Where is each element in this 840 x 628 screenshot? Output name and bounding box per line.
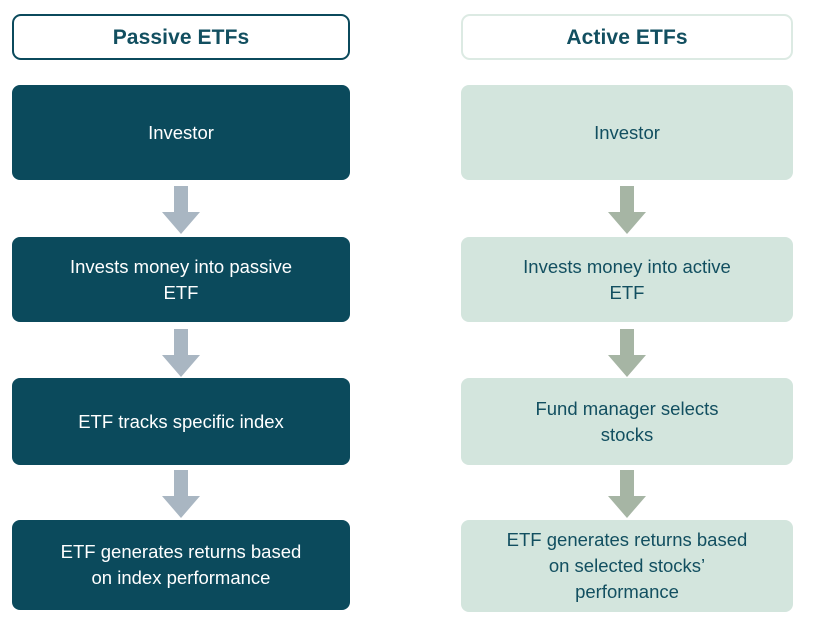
passive-step-4-label: ETF generates returns based on index per… (60, 541, 302, 588)
column-header-active: Active ETFs (461, 14, 793, 60)
active-arrow-3-down-icon (603, 470, 651, 522)
passive-arrow-1-down-icon (157, 186, 205, 238)
passive-arrow-3-down-icon (157, 470, 205, 522)
active-step-4-generates-returns: ETF generates returns based on selected … (461, 520, 793, 612)
passive-arrow-2-down-icon (157, 329, 205, 381)
passive-step-3-label: ETF tracks specific index (78, 410, 284, 432)
active-step-1-label: Investor (594, 121, 660, 143)
column-active-etfs: Active ETFs Investor Invests money into … (461, 0, 793, 628)
passive-step-1-investor: Investor (12, 85, 350, 180)
active-step-2-invests-money: Invests money into active ETF (461, 237, 793, 322)
active-step-1-investor: Investor (461, 85, 793, 180)
column-header-active-label: Active ETFs (566, 25, 688, 49)
passive-step-2-invests-money: Invests money into passive ETF (12, 237, 350, 322)
column-passive-etfs: Passive ETFs Investor Invests money into… (12, 0, 350, 628)
active-step-3-fund-manager-selects: Fund manager selects stocks (461, 378, 793, 465)
passive-step-3-tracks-index: ETF tracks specific index (12, 378, 350, 465)
active-step-3-label: Fund manager selects stocks (535, 397, 719, 445)
active-arrow-2-down-icon (603, 329, 651, 381)
column-header-passive-label: Passive ETFs (112, 25, 250, 49)
active-step-2-label: Invests money into active ETF (523, 255, 731, 303)
passive-step-2-label: Invests money into passive ETF (69, 255, 293, 303)
column-header-passive: Passive ETFs (12, 14, 350, 60)
passive-step-1-label: Investor (148, 121, 214, 143)
active-step-4-label: ETF generates returns based on selected … (506, 529, 748, 602)
passive-step-4-generates-returns: ETF generates returns based on index per… (12, 520, 350, 610)
active-arrow-1-down-icon (603, 186, 651, 238)
